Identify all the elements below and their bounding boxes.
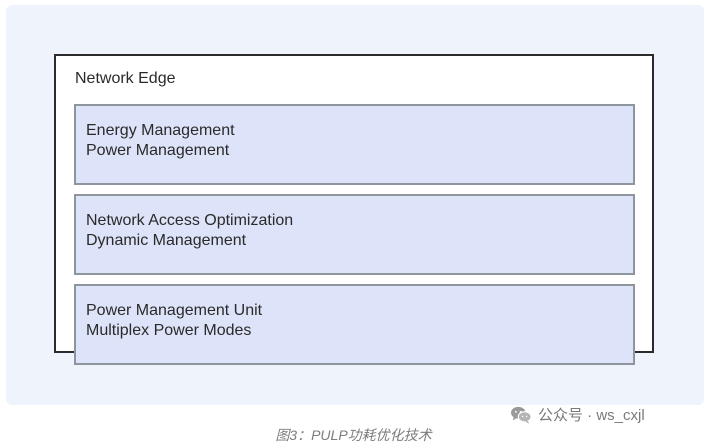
figure-caption: 图3：PULP功耗优化技术 bbox=[275, 427, 432, 443]
watermark-text: 公众号 · ws_cxjl bbox=[538, 407, 645, 424]
box-line: Power Management Unit bbox=[86, 302, 263, 319]
box-line: Dynamic Management bbox=[86, 232, 247, 249]
network-access-box: Network Access Optimization Dynamic Mana… bbox=[74, 194, 635, 275]
network-edge-label: Network Edge bbox=[75, 70, 176, 87]
box-line: Network Access Optimization bbox=[86, 212, 294, 229]
box-line: Power Management bbox=[86, 142, 230, 159]
wechat-icon bbox=[511, 406, 532, 424]
box-line: Energy Management bbox=[86, 122, 235, 139]
wechat-watermark: 公众号 · ws_cxjl bbox=[510, 404, 645, 425]
power-management-unit-box: Power Management Unit Multiplex Power Mo… bbox=[74, 284, 635, 365]
box-line: Multiplex Power Modes bbox=[86, 322, 252, 339]
energy-management-box: Energy Management Power Management bbox=[74, 104, 635, 185]
